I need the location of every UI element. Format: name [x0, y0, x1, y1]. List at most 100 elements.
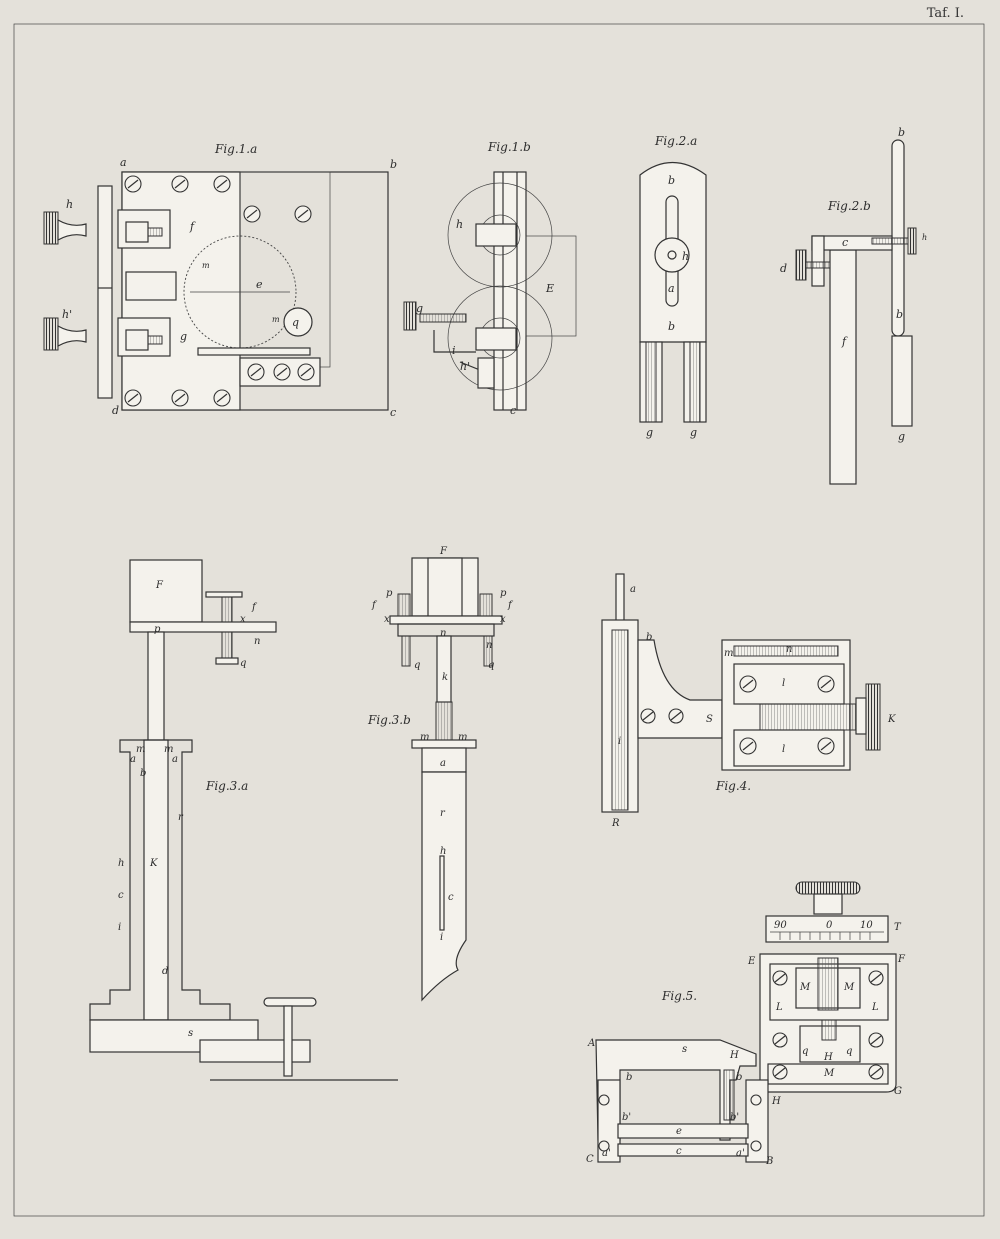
fig3b-label-f2: f: [507, 600, 514, 611]
fig3a-label-b: b: [140, 768, 146, 779]
fig5-label-C: C: [586, 1154, 594, 1165]
fig1b-label-E: E: [545, 282, 554, 295]
fig5-tick-90: 90: [774, 920, 787, 931]
fig5-label-q1: q: [802, 1046, 808, 1057]
fig3b-label-m1: m: [420, 732, 429, 743]
figure-2a: Fig.2.a b h a b g g: [639, 134, 707, 439]
fig3b-label-c: c: [448, 892, 454, 903]
fig5-label-M3: M: [823, 1068, 835, 1079]
fig3a-label-m2: m: [164, 744, 173, 755]
fig4-label-i: i: [618, 736, 621, 747]
fig1a-label-m2: m: [272, 315, 280, 324]
fig3a-label-a2: a: [172, 754, 178, 765]
fig2b-label-c: c: [842, 236, 848, 249]
fig5-label-M1: M: [799, 982, 811, 993]
fig1b-label-c: c: [510, 404, 516, 417]
fig2b-label-b1: b: [898, 126, 905, 139]
fig2b-label-d: d: [780, 262, 787, 275]
fig3a-label-m1: m: [136, 744, 145, 755]
fig5-title: Fig.5.: [661, 989, 697, 1003]
fig2a-title: Fig.2.a: [654, 134, 697, 148]
fig1b-label-i: i: [452, 344, 456, 357]
fig3a-label-r: r: [178, 812, 184, 823]
figure-3a: Fig.3.a F p f x n q m m a a b r K h: [89, 559, 398, 1081]
fig1b-label-h2: h': [460, 360, 470, 373]
fig4-label-l2: l: [782, 744, 785, 755]
figure-4: Fig.4. a b m n l S K l i R: [601, 573, 896, 829]
fig1a-label-m1: m: [202, 261, 210, 270]
fig5-label-a2: a': [736, 1148, 745, 1159]
fig4-title: Fig.4.: [715, 779, 751, 793]
fig3a-label-i: i: [118, 922, 121, 933]
fig3b-label-n2: n: [486, 640, 492, 651]
fig5-scale-ticks: [779, 932, 871, 940]
fig3a-label-s: s: [188, 1028, 193, 1039]
fig5-tick-0: 0: [826, 920, 833, 931]
fig2a-label-b2: b: [668, 320, 675, 333]
fig1a-label-d: d: [112, 404, 119, 417]
fig3b-label-x1: x: [384, 614, 390, 625]
plate-label: Taf. I.: [926, 6, 964, 21]
fig5-label-L1: L: [775, 1002, 783, 1013]
fig3b-label-n1: n: [440, 628, 446, 639]
fig1b-label-g: g: [416, 302, 423, 315]
fig3b-label-k: k: [442, 672, 448, 683]
fig2a-label-g1: g: [646, 426, 653, 439]
fig1a-label-q: q: [292, 316, 299, 329]
fig3a-label-q: q: [240, 658, 246, 669]
fig5-label-a1: a': [602, 1148, 611, 1159]
fig3a-label-F: F: [155, 580, 164, 591]
fig3b-label-f1: f: [371, 600, 378, 611]
fig3a-label-c: c: [118, 890, 124, 901]
fig3a-label-p1: p: [154, 624, 161, 635]
fig1a-title: Fig.1.a: [214, 142, 257, 156]
fig5-label-B: B: [765, 1156, 773, 1167]
figure-1b: Fig.1.b E c g h h' i: [403, 140, 577, 417]
fig2a-label-b1: b: [668, 174, 675, 187]
fig2a-label-h: h: [682, 250, 689, 263]
fig2b-label-h: h: [922, 233, 927, 242]
fig5-label-H3: H: [771, 1096, 781, 1107]
figure-1a: Fig.1.a: [43, 142, 397, 419]
fig3b-label-m2: m: [458, 732, 467, 743]
fig5-label-b2: b: [736, 1072, 742, 1083]
fig5-label-b4: b': [730, 1112, 739, 1123]
fig3a-label-a1: a: [130, 754, 136, 765]
figure-3b: Fig.3.b F p p f f x x n n q q k m m: [367, 546, 514, 1002]
fig3b-label-p2: p: [500, 588, 507, 599]
fig5-tick-10: 10: [860, 920, 873, 931]
fig3a-title: Fig.3.a: [205, 779, 248, 793]
fig4-label-l1: l: [782, 678, 785, 689]
fig1a-label-b: b: [390, 158, 397, 171]
fig2a-label-g2: g: [690, 426, 697, 439]
figure-2b: Fig.2.b b c d h f b g: [780, 126, 927, 485]
fig5-label-A: A: [587, 1038, 595, 1049]
fig3b-label-x2: x: [500, 614, 506, 625]
fig4-label-R: R: [611, 818, 620, 829]
fig1a-label-c: c: [390, 406, 396, 419]
fig3b-label-h: h: [440, 846, 446, 857]
fig5-label-F: F: [897, 954, 906, 965]
fig3a-label-n: n: [254, 636, 260, 647]
fig5-label-T: T: [894, 922, 902, 933]
fig5-label-q2: q: [846, 1046, 852, 1057]
fig3b-label-q2: q: [488, 660, 494, 671]
fig5-label-b1: b: [626, 1072, 632, 1083]
figure-5: Fig.5.: [586, 881, 906, 1167]
fig4-label-K: K: [887, 714, 896, 725]
fig5-label-E: E: [747, 956, 756, 967]
fig5-label-c: c: [676, 1146, 682, 1157]
fig5-label-M2: M: [843, 982, 855, 993]
fig2b-label-b2: b: [896, 308, 903, 321]
fig5-label-L2: L: [871, 1002, 879, 1013]
fig1a-label-a: a: [120, 156, 127, 169]
fig3b-title: Fig.3.b: [367, 713, 411, 727]
fig3b-label-i: i: [440, 932, 443, 943]
fig1a-label-h2: h': [62, 308, 72, 321]
fig5-label-s: s: [682, 1044, 687, 1055]
fig3a-label-d: d: [162, 966, 168, 977]
fig3b-label-a: a: [440, 758, 446, 769]
fig5-label-e: e: [676, 1126, 682, 1137]
fig1a-label-f: f: [189, 220, 196, 233]
fig4-label-b: b: [646, 632, 652, 643]
